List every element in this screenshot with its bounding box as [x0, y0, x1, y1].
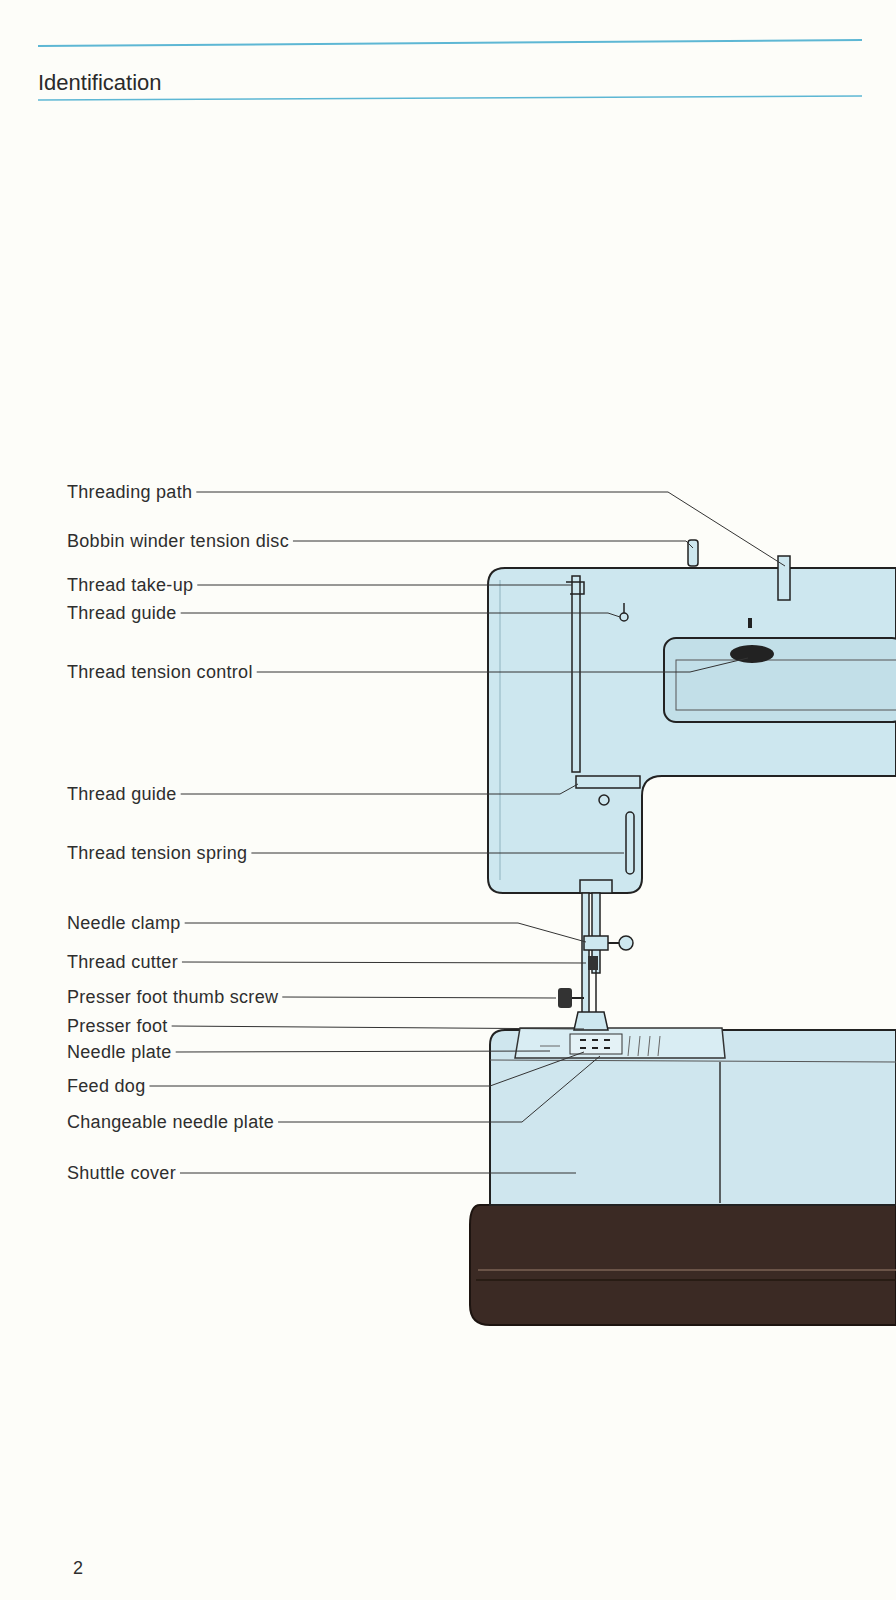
leader-line — [181, 784, 578, 794]
part-label: Thread cutter — [67, 951, 178, 973]
clamp-screw — [608, 942, 620, 944]
leader-line — [176, 1051, 550, 1052]
part-label: Needle plate — [67, 1041, 172, 1063]
base-stripe — [478, 1269, 896, 1271]
lower-thread-guide — [576, 776, 640, 788]
feed-dog — [580, 1040, 610, 1048]
needle-plate — [515, 1028, 725, 1058]
part-label: Presser foot — [67, 1015, 168, 1037]
machine-head — [488, 568, 896, 893]
leader-line — [185, 923, 586, 942]
shuttle-cover-seam — [719, 1062, 721, 1203]
head-edge — [500, 580, 501, 880]
leader-line — [257, 658, 748, 672]
leader-line — [182, 962, 586, 963]
clamp-screw — [619, 936, 633, 950]
guide-screw — [599, 795, 609, 805]
upper-thread-guide — [620, 613, 628, 621]
thread-tension-spring — [626, 812, 634, 874]
part-label: Thread guide — [67, 783, 177, 805]
take-up-eye — [566, 582, 584, 594]
part-label: Changeable needle plate — [67, 1111, 274, 1133]
presser-bar — [582, 893, 589, 1013]
machine-base — [470, 1205, 896, 1325]
thread-take-up — [572, 576, 580, 772]
part-label: Feed dog — [67, 1075, 145, 1097]
rule-line — [38, 96, 862, 100]
presser-foot-thumb-screw — [558, 988, 572, 1008]
bed-edge — [490, 1060, 896, 1062]
needle-clamp — [584, 936, 608, 950]
leader-line — [149, 1052, 584, 1086]
upper-thread-guide — [623, 603, 625, 613]
dial-mark — [748, 618, 752, 628]
leader-line — [196, 492, 785, 566]
arm-recess — [664, 638, 896, 722]
part-label: Bobbin winder tension disc — [67, 530, 289, 552]
page-title: Identification — [38, 70, 162, 96]
leader-line — [278, 1056, 600, 1122]
thread-cutter — [588, 956, 598, 970]
page-number: 2 — [73, 1557, 83, 1579]
changeable-needle-plate — [570, 1034, 622, 1054]
leader-line — [172, 1026, 584, 1029]
plate-markings — [540, 1036, 660, 1056]
leader-line — [282, 997, 556, 998]
part-label: Thread guide — [67, 602, 177, 624]
leader-line — [251, 853, 624, 854]
rule-line — [38, 40, 862, 46]
part-label: Thread take-up — [67, 574, 193, 596]
part-label: Threading path — [67, 481, 192, 503]
presser-foot — [574, 1012, 608, 1030]
bar-bushing — [580, 880, 612, 893]
leader-line — [293, 541, 693, 548]
part-label: Thread tension control — [67, 661, 253, 683]
leader-line — [181, 613, 620, 617]
header-rules — [38, 40, 862, 100]
leader-line — [180, 1173, 576, 1174]
part-label: Thread tension spring — [67, 842, 247, 864]
part-label: Presser foot thumb screw — [67, 986, 278, 1008]
part-label: Shuttle cover — [67, 1162, 176, 1184]
leader-line — [197, 585, 572, 586]
part-label: Needle clamp — [67, 912, 181, 934]
base-stripe — [476, 1279, 896, 1281]
thumb-screw-shaft — [572, 997, 584, 999]
